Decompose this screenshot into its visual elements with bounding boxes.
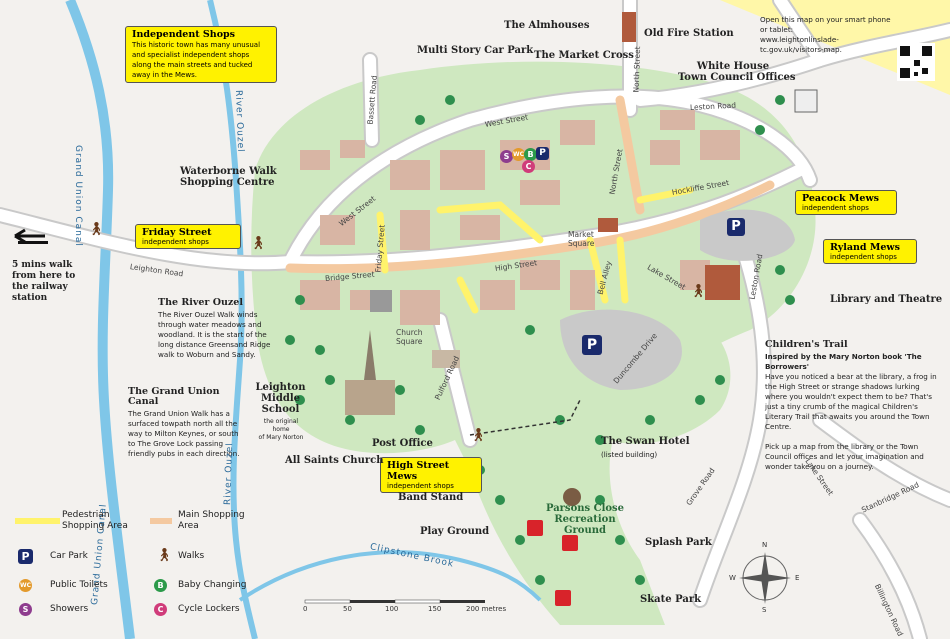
label-play-ground: Play Ground <box>420 526 490 537</box>
legend-baby-icon: B <box>154 579 167 592</box>
qr-note: Open this map on your smart phone or tab… <box>760 15 891 54</box>
legend-cycle-icon: C <box>154 603 167 616</box>
car-park-area <box>560 309 682 390</box>
pedestrian-streets <box>376 186 694 314</box>
label-band-stand: Band Stand <box>398 492 464 503</box>
legend-main-shopping-swatch <box>150 518 172 524</box>
scale-tick-0: 0 <box>303 605 308 613</box>
car-park-icon-3: P <box>536 147 549 160</box>
legend-walks-icon: 🚶︎ <box>156 548 173 563</box>
label-multi-story-car-park: Multi Story Car Park <box>417 45 534 56</box>
scale-tick-200: 200 metres <box>466 605 507 613</box>
legend-walks: Walks <box>178 551 205 561</box>
info-childrens-trail: Children's Trail Inspired by the Mary No… <box>765 339 937 472</box>
label-almhouses: The Almhouses <box>504 20 590 31</box>
river-ouzel <box>207 0 258 639</box>
green-space <box>251 61 816 625</box>
scale-tick-100: 100 <box>385 605 399 613</box>
cycle-lockers-icon: C <box>522 160 535 173</box>
label-old-fire-station: Old Fire Station <box>644 28 734 39</box>
callout-peacock-mews: Peacock Mews independent shops <box>795 190 897 215</box>
almhouses-icon <box>622 12 636 42</box>
legend-car-park-icon: P <box>18 549 33 564</box>
walk-icon-park: 🚶︎ <box>470 428 487 443</box>
market-cross-icon <box>598 218 618 232</box>
label-swan-sub: (listed building) <box>601 450 658 459</box>
toilets-icon: WC <box>512 148 525 161</box>
clipstone-brook <box>238 550 542 602</box>
compass-e: E <box>795 574 800 582</box>
legend-pedestrian-swatch <box>15 518 60 524</box>
skate-park-icon <box>555 590 571 606</box>
walk-icon-canal: 🚶︎ <box>88 222 105 237</box>
post-office-icon <box>432 350 460 368</box>
callout-ryland-mews: Ryland Mews independent shops <box>823 239 917 264</box>
legend-toilets-icon: WC <box>19 579 32 592</box>
label-splash-park: Splash Park <box>645 537 712 548</box>
callout-high-street-mews: High Street Mews independent shops <box>380 457 482 493</box>
library-icon <box>705 265 740 300</box>
grand-union-canal <box>65 0 135 639</box>
showers-icon: S <box>500 150 513 163</box>
legend-showers: Showers <box>50 604 89 614</box>
baby-changing-icon: B <box>524 148 537 161</box>
scale-tick-150: 150 <box>428 605 442 613</box>
white-house-icon <box>794 89 818 113</box>
water-river-ouzel: River Ouzel <box>233 89 246 153</box>
walk-icon-ouzel: 🚶︎ <box>250 236 267 251</box>
main-shopping-streets <box>285 95 775 274</box>
water-grand-union: Grand Union Canal <box>73 145 83 247</box>
legend-baby: Baby Changing <box>178 580 247 590</box>
band-stand-icon <box>563 488 581 506</box>
compass-n: N <box>762 541 768 549</box>
walk-icon-lake: 🚶︎ <box>690 284 707 299</box>
label-swan-hotel: The Swan Hotel <box>601 436 690 447</box>
legend-toilets: Public Toilets <box>50 580 108 590</box>
station-arrow-bar <box>18 241 48 244</box>
trees <box>285 95 795 585</box>
compass-rose-icon <box>739 552 791 604</box>
car-park-icon: P <box>727 218 745 236</box>
info-grand-union: The Grand Union Canal The Grand Union Wa… <box>128 386 240 459</box>
callout-independent-shops: Independent Shops This historic town has… <box>125 26 277 83</box>
compass-w: W <box>729 574 736 582</box>
car-park-area-east <box>700 209 795 261</box>
legend-car-park: Car Park <box>50 551 88 561</box>
legend-showers-icon: S <box>19 603 32 616</box>
legend-cycle: Cycle Lockers <box>178 604 240 614</box>
label-post-office: Post Office <box>372 438 433 449</box>
walk-route <box>469 399 581 436</box>
qr-code-icon <box>897 43 935 81</box>
street-north-street-2: North Street <box>631 46 643 93</box>
play-ground-icon <box>527 520 543 536</box>
info-river-ouzel: The River Ouzel The River Ouzel Walk win… <box>158 297 271 360</box>
scale-tick-50: 50 <box>343 605 352 613</box>
callout-friday-street: Friday Street independent shops <box>135 224 241 249</box>
school-icon <box>370 290 392 312</box>
label-library-theatre: Library and Theatre <box>830 294 943 305</box>
splash-park-icon <box>562 535 578 551</box>
car-park-icon-2: P <box>582 335 602 355</box>
label-skate-park: Skate Park <box>640 594 702 605</box>
compass-s: S <box>762 606 767 614</box>
all-saints-church-icon <box>345 330 395 415</box>
label-market-cross: The Market Cross <box>534 50 634 61</box>
label-all-saints-church: All Saints Church <box>285 455 384 466</box>
scale-bar <box>304 599 485 604</box>
